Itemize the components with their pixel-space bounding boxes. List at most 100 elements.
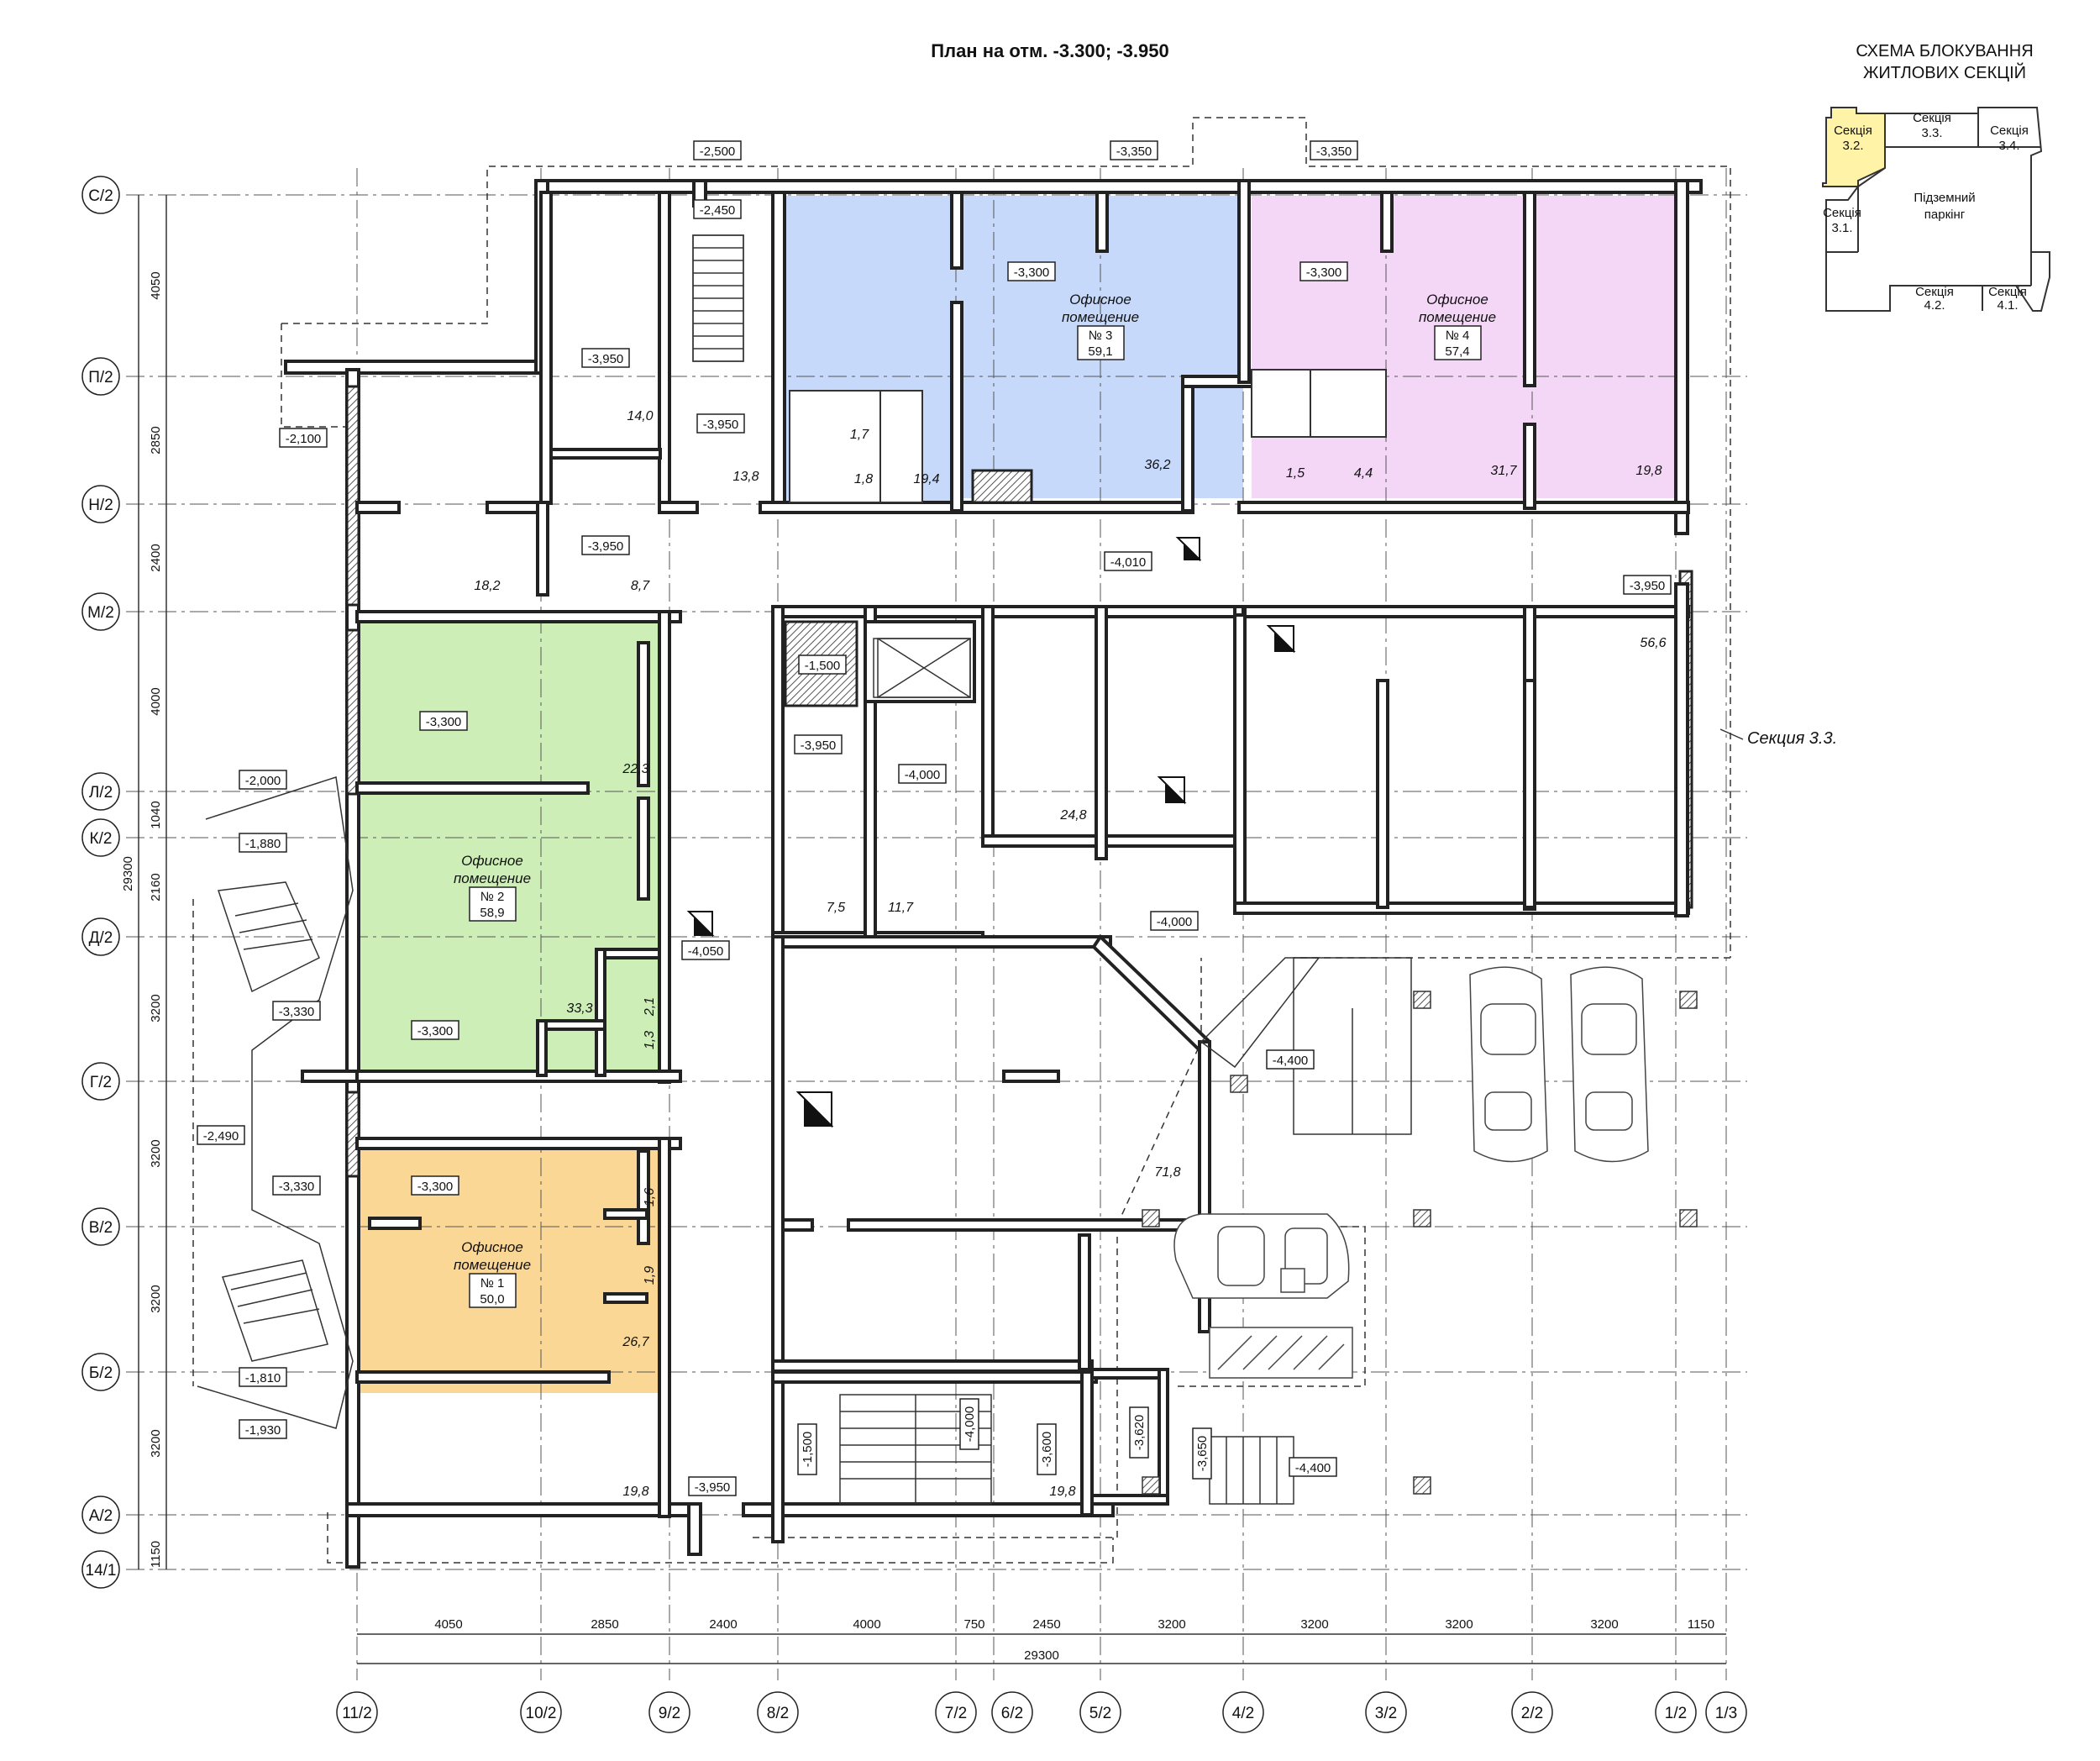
row-axis-7: Г/2 bbox=[90, 1074, 112, 1091]
stairs-upper bbox=[692, 234, 744, 362]
row-dim-5: 2160 bbox=[149, 873, 163, 901]
office-4-name1: Офисное bbox=[1426, 292, 1488, 308]
office-4-label: Офисное помещение № 4 57,4 bbox=[1419, 292, 1496, 360]
col-dim-5: 2450 bbox=[1032, 1617, 1060, 1632]
schema-s32-line2: 3.2. bbox=[1842, 139, 1863, 153]
schema-s31-line1: Секція bbox=[1823, 206, 1861, 220]
level-1930: -1,930 bbox=[245, 1423, 281, 1438]
col-axis-7: 4/2 bbox=[1232, 1705, 1254, 1722]
level-3620: -3,620 bbox=[1132, 1415, 1147, 1451]
office-3-label: Офисное помещение № 3 59,1 bbox=[1062, 292, 1139, 360]
schema-s32-line1: Секція bbox=[1834, 124, 1872, 138]
area-19-4: 19,4 bbox=[913, 472, 939, 486]
schema-title: СХЕМА БЛОКУВАННЯ ЖИТЛОВИХ СЕКЦІЙ bbox=[1806, 40, 2083, 84]
schema-s31-line2: 3.1. bbox=[1831, 221, 1852, 235]
level-3950-a: -3,950 bbox=[588, 352, 624, 366]
schema-parking-line2: паркінг bbox=[1924, 208, 1966, 222]
office-2-label: Офисное помещение № 2 58,9 bbox=[454, 853, 531, 922]
column-dimension-chain: 4050 2850 2400 4000 750 2450 3200 3200 3… bbox=[357, 1617, 1726, 1664]
area-56-6: 56,6 bbox=[1640, 636, 1666, 650]
row-axis-0: С/2 bbox=[88, 187, 113, 205]
area-18-2: 18,2 bbox=[474, 579, 500, 593]
level-1810: -1,810 bbox=[245, 1371, 281, 1385]
slope-markers bbox=[686, 537, 1296, 1128]
row-axis-1: П/2 bbox=[88, 369, 113, 386]
office-3-name1: Офисное bbox=[1069, 292, 1131, 308]
area-33-3: 33,3 bbox=[566, 1001, 592, 1016]
level-3600: -3,600 bbox=[1040, 1432, 1054, 1468]
area-19-8-b: 19,8 bbox=[622, 1485, 648, 1499]
parked-car-2 bbox=[1570, 966, 1649, 1163]
row-dim-3: 4000 bbox=[149, 687, 163, 715]
parking-columns bbox=[1142, 991, 1698, 1495]
area-13-8: 13,8 bbox=[732, 470, 759, 484]
stairs-left-entrance bbox=[197, 776, 354, 1429]
col-axis-11: 1/3 bbox=[1715, 1705, 1737, 1722]
level-3300-d: -3,300 bbox=[417, 1024, 454, 1038]
row-axis-8: В/2 bbox=[89, 1219, 113, 1237]
row-dim-7: 3200 bbox=[149, 1139, 163, 1167]
schema-s33-line1: Секція bbox=[1913, 111, 1951, 125]
col-dim-10: 1150 bbox=[1688, 1617, 1714, 1632]
area-19-8-c: 19,8 bbox=[1049, 1485, 1075, 1499]
col-axis-1: 10/2 bbox=[526, 1705, 557, 1722]
col-axis-2: 9/2 bbox=[659, 1705, 680, 1722]
office-2-name1: Офисное bbox=[461, 853, 523, 869]
area-31-7: 31,7 bbox=[1490, 464, 1517, 478]
col-axis-10: 1/2 bbox=[1665, 1705, 1687, 1722]
area-7-5: 7,5 bbox=[827, 901, 845, 915]
level-3650: -3,650 bbox=[1195, 1436, 1210, 1472]
row-dim-total: 29300 bbox=[121, 856, 135, 891]
schema-s41-line2: 4.1. bbox=[1997, 298, 2018, 313]
parked-car-1 bbox=[1469, 966, 1548, 1163]
column-axis-bubbles: 11/2 10/2 9/2 8/2 7/2 6/2 5/2 4/2 3/2 2/… bbox=[336, 1691, 1747, 1733]
col-dim-0: 4050 bbox=[434, 1617, 462, 1632]
col-dim-6: 3200 bbox=[1158, 1617, 1185, 1632]
row-dim-1: 2850 bbox=[149, 426, 163, 454]
office-1-label: Офисное помещение № 1 50,0 bbox=[454, 1239, 531, 1308]
col-dim-8: 3200 bbox=[1445, 1617, 1473, 1632]
level-3300-c: -3,300 bbox=[426, 715, 462, 729]
area-24-8: 24,8 bbox=[1059, 808, 1086, 823]
office-1-name1: Офисное bbox=[461, 1239, 523, 1255]
col-axis-8: 3/2 bbox=[1375, 1705, 1397, 1722]
level-4010: -4,010 bbox=[1110, 555, 1147, 570]
office-2-zone bbox=[357, 620, 669, 1074]
office-2-number: № 2 bbox=[480, 890, 505, 904]
area-1-8: 1,8 bbox=[854, 472, 873, 486]
level-marks: -2,500 -3,350 -3,350 -2,450 -3,950 -3,95… bbox=[197, 140, 1672, 1496]
area-26-7: 26,7 bbox=[622, 1335, 649, 1349]
row-axis-5: К/2 bbox=[90, 830, 113, 848]
row-axis-bubbles: С/2 П/2 Н/2 М/2 Л/2 К/2 Д/2 Г/2 В/2 Б/2 … bbox=[81, 176, 120, 1589]
schema-s33-line2: 3.3. bbox=[1921, 126, 1942, 140]
col-dim-total: 29300 bbox=[1024, 1648, 1059, 1663]
row-dim-4: 1040 bbox=[149, 801, 163, 828]
col-dim-1: 2850 bbox=[591, 1617, 618, 1632]
row-axis-4: Л/2 bbox=[89, 784, 113, 802]
level-3950-f: -3,950 bbox=[695, 1480, 731, 1495]
level-3330-a: -3,330 bbox=[279, 1005, 315, 1019]
row-dim-0: 4050 bbox=[149, 271, 163, 299]
row-dim-9: 3200 bbox=[149, 1429, 163, 1457]
row-axis-9: Б/2 bbox=[89, 1364, 113, 1382]
schema-title-line2: ЖИТЛОВИХ СЕКЦІЙ bbox=[1862, 64, 2027, 82]
plan-title: План на отм. -3.300; -3.950 bbox=[931, 40, 1169, 61]
level-4400-a: -4,400 bbox=[1273, 1054, 1309, 1068]
schema-s34-line2: 3.4. bbox=[1998, 139, 2019, 153]
row-dim-8: 3200 bbox=[149, 1285, 163, 1312]
level-3950-d: -3,950 bbox=[1630, 579, 1666, 593]
col-axis-3: 8/2 bbox=[767, 1705, 789, 1722]
office-4-name2: помещение bbox=[1419, 309, 1496, 325]
row-dim-10: 1150 bbox=[149, 1541, 163, 1568]
area-1-5: 1,5 bbox=[1286, 466, 1305, 481]
office-3-name2: помещение bbox=[1062, 309, 1139, 325]
col-dim-7: 3200 bbox=[1300, 1617, 1328, 1632]
level-3350-b: -3,350 bbox=[1316, 145, 1352, 159]
col-axis-6: 5/2 bbox=[1089, 1705, 1111, 1722]
level-2500: -2,500 bbox=[700, 145, 736, 159]
level-1880: -1,880 bbox=[245, 837, 281, 851]
level-3300-a: -3,300 bbox=[1014, 265, 1050, 280]
level-4050: -4,050 bbox=[688, 944, 724, 959]
area-4-4: 4,4 bbox=[1354, 466, 1373, 481]
area-2-1: 2,1 bbox=[643, 997, 657, 1017]
